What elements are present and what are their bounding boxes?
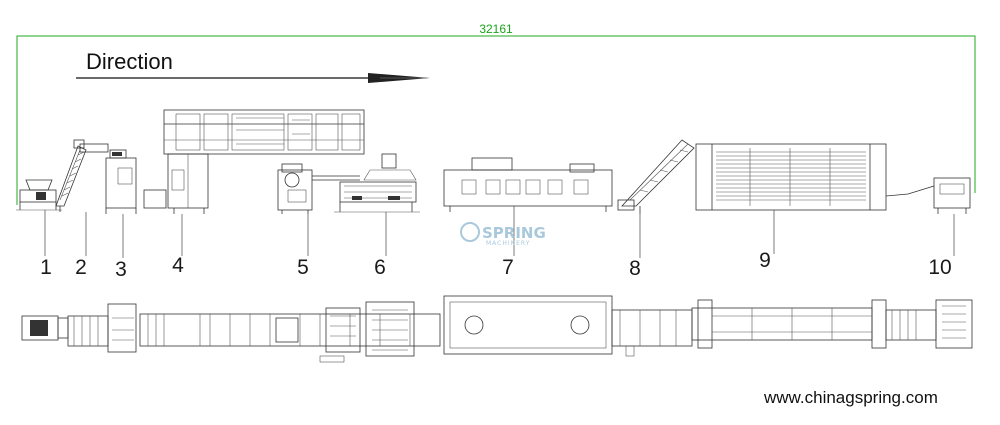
direction-label: Direction <box>86 49 173 74</box>
machine-number-5: 5 <box>297 256 309 279</box>
machine-number-2: 2 <box>75 256 87 279</box>
machine-number-10: 10 <box>928 256 951 279</box>
machine-3-drawing <box>105 149 167 214</box>
watermark-sub: MACHINERY <box>486 240 530 247</box>
machine-number-6: 6 <box>374 256 386 279</box>
machine-number-1: 1 <box>40 256 52 279</box>
dimension-value: 32161 <box>479 22 513 36</box>
machine-10-drawing <box>885 177 971 214</box>
plan-view <box>21 295 973 363</box>
machine-number-3: 3 <box>115 258 127 281</box>
watermark-logo: SPRING MACHINERY <box>460 222 546 247</box>
machine-9-drawing <box>695 143 887 211</box>
machine-5-drawing <box>277 163 360 214</box>
machine-2-drawing <box>55 139 109 212</box>
machine-6-drawing <box>334 153 420 213</box>
direction-arrow-icon <box>76 73 430 83</box>
website-url: www.chinagspring.com <box>763 388 938 407</box>
machine-number-4: 4 <box>172 254 184 277</box>
machine-number-9: 9 <box>759 249 771 272</box>
leader-lines <box>44 206 955 258</box>
machine-4-drawing <box>163 109 365 214</box>
machine-number-7: 7 <box>502 256 514 279</box>
machine-1-drawing <box>16 179 62 211</box>
watermark-brand: SPRING <box>482 224 546 242</box>
machine-number-8: 8 <box>629 257 641 280</box>
machine-7-drawing <box>443 157 613 212</box>
overall-dimension: 32161 <box>16 22 976 205</box>
machine-8-drawing <box>617 139 695 214</box>
